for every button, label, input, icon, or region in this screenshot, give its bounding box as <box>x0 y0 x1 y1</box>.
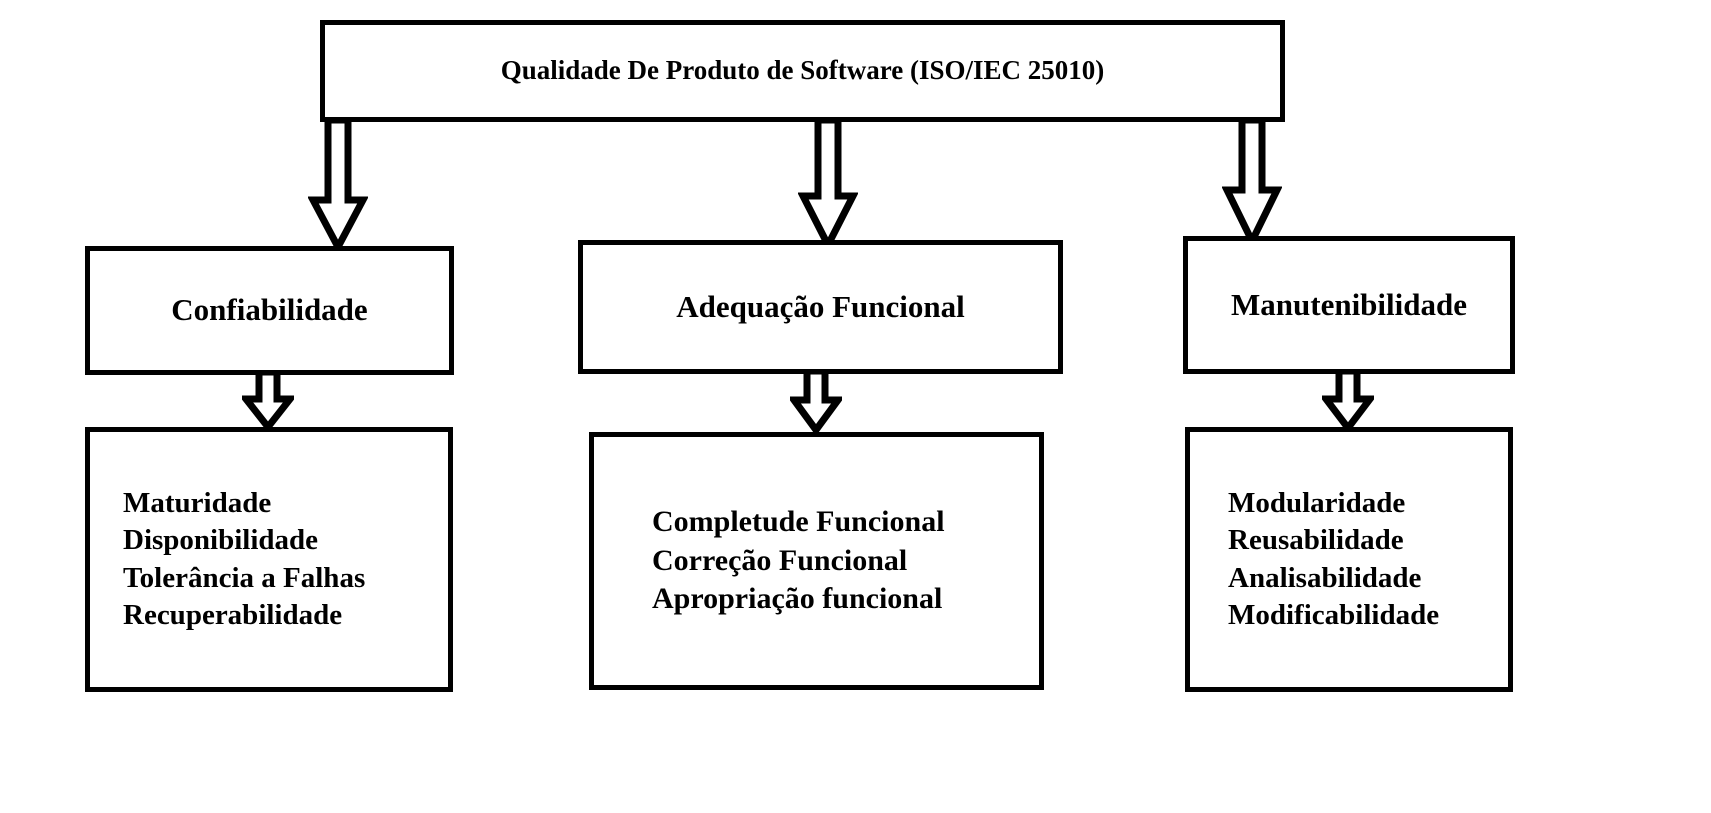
detail-list-manutenibilidade: Modularidade Reusabilidade Analisabilida… <box>1190 485 1439 633</box>
list-item: Maturidade <box>123 487 272 520</box>
list-item: Apropriação funcional <box>652 582 943 616</box>
list-item: Analisabilidade <box>1228 561 1422 594</box>
arrow-root-to-manutenibilidade <box>1222 118 1282 244</box>
arrow-manutenibilidade-to-details <box>1322 370 1374 430</box>
list-item: Completude Funcional <box>652 505 945 539</box>
arrow-root-to-adequacao-funcional <box>798 118 858 248</box>
arrow-adequacao-funcional-to-details <box>790 370 842 432</box>
category-label-adequacao-funcional: Adequação Funcional <box>676 288 965 324</box>
arrow-confiabilidade-to-details <box>242 371 294 429</box>
detail-node-confiabilidade[interactable]: Maturidade Disponibilidade Tolerância a … <box>85 427 453 692</box>
list-item: Reusabilidade <box>1228 524 1404 557</box>
arrow-root-to-confiabilidade <box>308 118 368 250</box>
detail-list-confiabilidade: Maturidade Disponibilidade Tolerância a … <box>90 485 365 633</box>
list-item: Modificabilidade <box>1228 598 1440 631</box>
list-item: Recuperabilidade <box>123 598 343 631</box>
root-node-label: Qualidade De Produto de Software (ISO/IE… <box>500 55 1105 86</box>
list-item: Modularidade <box>1228 487 1406 520</box>
detail-node-adequacao-funcional[interactable]: Completude Funcional Correção Funcional … <box>589 432 1044 690</box>
detail-list-adequacao-funcional: Completude Funcional Correção Funcional … <box>594 503 945 618</box>
list-item: Disponibilidade <box>123 524 319 557</box>
category-node-adequacao-funcional[interactable]: Adequação Funcional <box>578 240 1063 374</box>
list-item: Correção Funcional <box>652 543 908 577</box>
category-node-manutenibilidade[interactable]: Manutenibilidade <box>1183 236 1515 374</box>
list-item: Tolerância a Falhas <box>123 561 366 594</box>
detail-node-manutenibilidade[interactable]: Modularidade Reusabilidade Analisabilida… <box>1185 427 1513 692</box>
category-label-confiabilidade: Confiabilidade <box>171 292 368 328</box>
category-label-manutenibilidade: Manutenibilidade <box>1231 286 1467 322</box>
category-node-confiabilidade[interactable]: Confiabilidade <box>85 246 454 375</box>
root-node[interactable]: Qualidade De Produto de Software (ISO/IE… <box>320 20 1285 122</box>
